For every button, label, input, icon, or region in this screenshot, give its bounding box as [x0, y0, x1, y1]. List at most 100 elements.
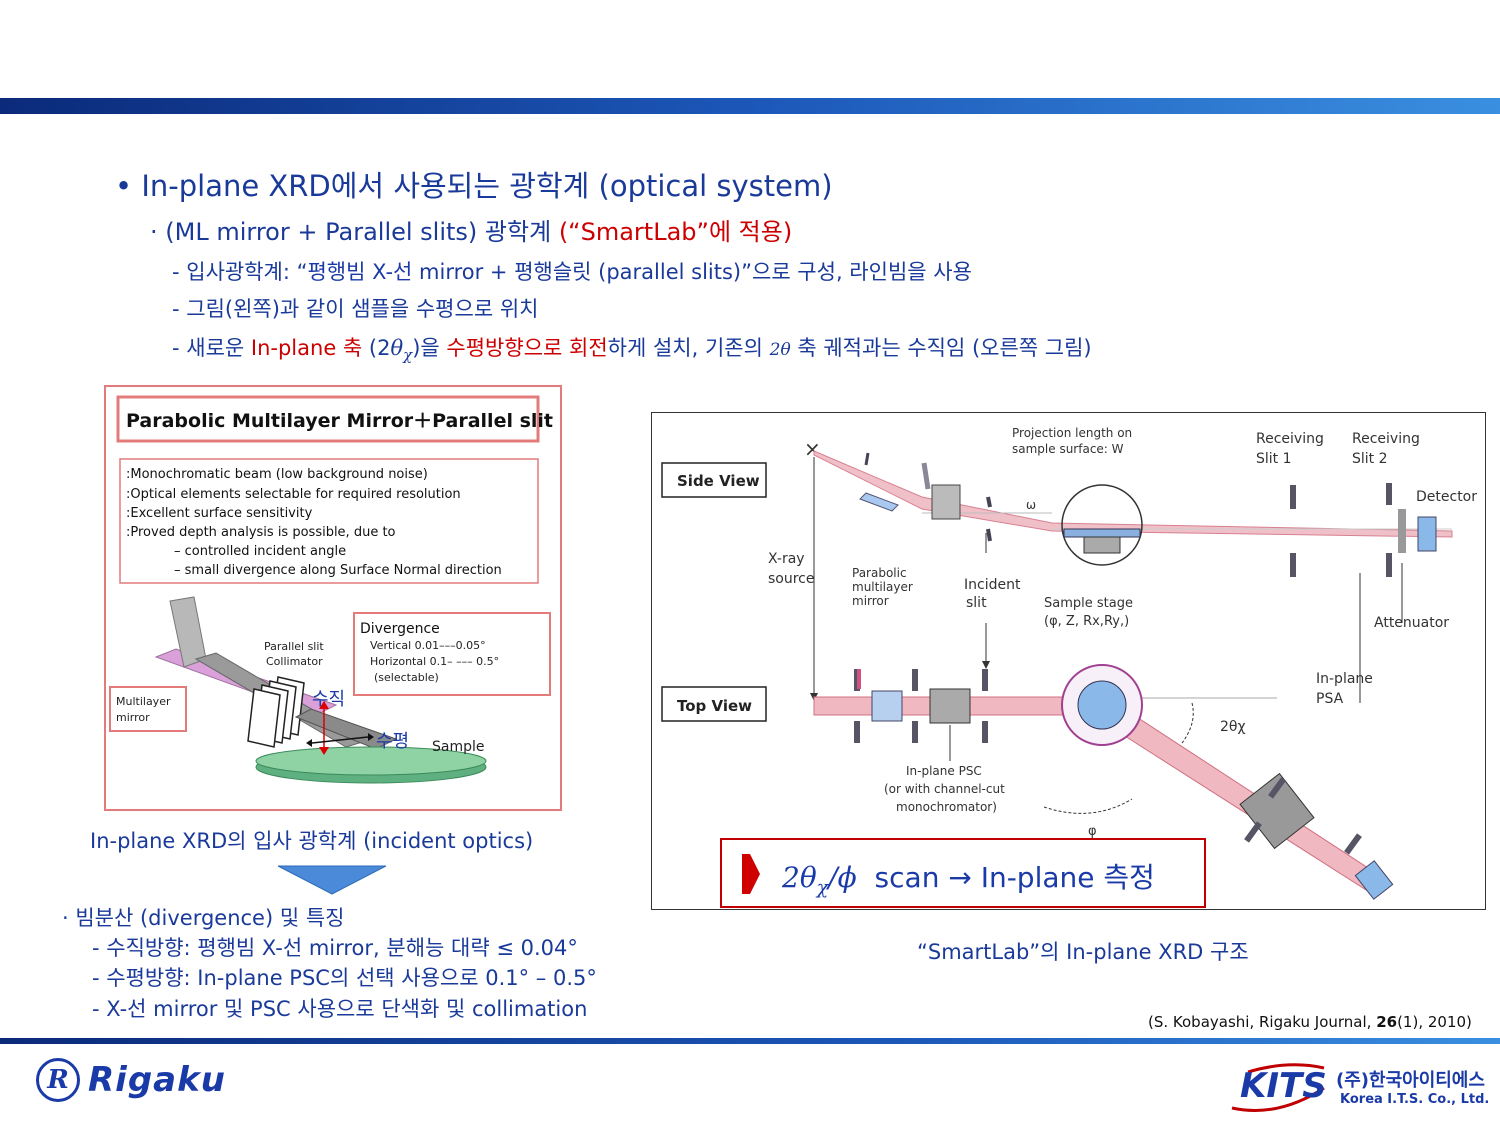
sample-label: Sample — [432, 739, 485, 755]
in-plane-psc-shape — [929, 688, 971, 724]
red-arrow-icon — [742, 854, 760, 894]
slit-bar — [921, 462, 931, 490]
rigaku-logo: R Rigaku — [36, 1056, 256, 1112]
text: 축 궤적과는 수직임 (오른쪽 그림) — [790, 336, 1092, 360]
slit-bar — [912, 721, 918, 743]
sample-stage-base — [1083, 536, 1121, 554]
feature-line: – small divergence along Surface Normal … — [174, 563, 502, 578]
text: (S. Kobayashi, Rigaku Journal, — [1148, 1013, 1377, 1031]
text: )을 — [412, 336, 447, 360]
detail-line-3: - 새로운 In-plane 축 (2θχ)을 수평방향으로 회전하게 설치, … — [172, 332, 1092, 364]
projection-label: Projection length on — [1012, 426, 1132, 440]
divergence-title: Divergence — [360, 621, 440, 637]
vertical-label: 수직 — [312, 689, 345, 710]
parabolic-label: Parabolic — [852, 566, 907, 580]
smartlab-diagram: Side View × ω Projection length on sampl… — [661, 426, 1477, 900]
in-plane-psa-label: PSA — [1316, 691, 1344, 707]
receiving-slit-2-label: Receiving — [1352, 431, 1420, 447]
theta: θ — [390, 336, 404, 360]
text: (1), 2010) — [1397, 1013, 1472, 1031]
smartlab-structure-figure: Side View × ω Projection length on sampl… — [651, 412, 1486, 910]
text: 하게 설치, 기존의 — [607, 336, 770, 360]
parabolic-label: mirror — [852, 594, 889, 608]
top-view-label: Top View — [677, 697, 752, 715]
figure-title-box — [116, 395, 540, 443]
omega-label: ω — [1026, 498, 1036, 512]
projection-label: sample surface: W — [1012, 442, 1124, 456]
slit-bar — [864, 452, 870, 466]
feature-line: :Monochromatic beam (low background nois… — [126, 467, 428, 482]
top-mirror — [871, 690, 903, 722]
psc-label: In-plane PSC — [906, 764, 982, 778]
text: scan → In-plane 측정 — [874, 861, 1155, 894]
divergence-feature-item: - 수직방향: 평행빔 X-선 mirror, 분해능 대략 ≤ 0.04° — [92, 936, 578, 960]
sample-stage-label: Sample stage — [1044, 596, 1133, 611]
text: - 입사광학계: “ — [172, 260, 308, 284]
text: /ϕ — [828, 861, 857, 894]
detail-line-2: - 그림(왼쪽)과 같이 샘플을 수평으로 위치 — [172, 297, 539, 321]
text: 2 — [782, 861, 800, 894]
slit-bar — [986, 496, 992, 508]
feature-line: :Proved depth analysis is possible, due … — [126, 525, 396, 540]
phi-label: φ — [1088, 824, 1097, 839]
xray-source-label: source — [768, 571, 815, 587]
text: In-plane 축 — [250, 336, 363, 360]
receiving-slit-2-bottom — [1386, 553, 1392, 577]
left-caption: In-plane XRD의 입사 광학계 (incident optics) — [90, 829, 534, 853]
slit-bar — [1344, 833, 1362, 855]
arrow-head — [306, 739, 312, 747]
slit-bar — [1244, 821, 1262, 843]
multilayer-label: mirror — [116, 711, 150, 724]
receiving-slit-1-label: Receiving — [1256, 431, 1324, 447]
divergence-box — [353, 612, 551, 696]
attenuator-shape — [1398, 509, 1406, 553]
incident-optics-figure: Parabolic Multilayer Mirror＋Parallel sli… — [104, 385, 562, 811]
slit-bar — [854, 721, 860, 743]
footer-bar — [0, 1038, 1500, 1044]
sample-stage-label: (φ, Z, Rx,Ry,) — [1044, 614, 1129, 629]
divergence-features-title: · 빔분산 (divergence) 및 특징 — [62, 906, 345, 930]
receiving-slit-1-label: Slit 1 — [1256, 451, 1292, 467]
text: - 새로운 — [172, 336, 251, 360]
slit-plate — [247, 688, 281, 748]
text: θ — [799, 861, 817, 894]
kits-logo: KITS (주)한국아이티에스 Korea I.T.S. Co., Ltd. — [1228, 1058, 1489, 1116]
top-detector — [1354, 860, 1394, 900]
angle-arc — [1181, 702, 1194, 744]
top-receiving-slits — [1244, 777, 1362, 855]
psc-label: (or with channel-cut — [884, 782, 1005, 796]
kits-wordmark: KITS — [1240, 1066, 1327, 1106]
multilayer-label-box — [109, 686, 187, 732]
text: χ — [816, 876, 829, 899]
sample-disk-top — [255, 746, 487, 776]
side-view-label: Side View — [677, 472, 760, 490]
side-beam — [813, 450, 1453, 538]
top-sample — [1077, 680, 1127, 730]
figure-title: Parabolic Multilayer Mirror＋Parallel sli… — [126, 410, 553, 432]
divergence-selectable: (selectable) — [374, 671, 439, 684]
detector-shape — [1417, 516, 1437, 552]
parabolic-mirror-shape — [859, 492, 899, 512]
xray-source-label: X-ray — [768, 551, 805, 567]
rigaku-mark: R — [36, 1058, 80, 1102]
slit-bar — [982, 669, 988, 691]
kits-korean-name: (주)한국아이티에스 — [1336, 1070, 1485, 1091]
text: 2θ — [769, 340, 791, 360]
feature-line: :Excellent surface sensitivity — [126, 506, 313, 521]
feature-line: :Optical elements selectable for require… — [126, 487, 461, 502]
monochromator-block — [931, 484, 961, 520]
reference: (S. Kobayashi, Rigaku Journal, 26(1), 20… — [1148, 1013, 1472, 1031]
incident-slit-label: Incident — [964, 577, 1021, 593]
collimator-label: Collimator — [266, 655, 323, 668]
slit-bar — [1268, 777, 1286, 799]
heading-text: In-plane XRD에서 사용되는 광학계 (optical system) — [141, 169, 833, 203]
divergence-horizontal: Horizontal 0.1– ––– 0.5° — [370, 655, 499, 668]
text: (2 — [362, 336, 391, 360]
arrow-head — [319, 701, 329, 709]
divergence-vertical: Vertical 0.01–––0.05° — [370, 639, 486, 652]
features-box — [119, 458, 539, 584]
in-plane-psa-label: In-plane — [1316, 671, 1373, 687]
horizontal-label: 수평 — [376, 731, 409, 752]
collimator-label: Parallel slit — [264, 640, 324, 653]
divergence-feature-item: - 수평방향: In-plane PSC의 선택 사용으로 0.1° – 0.5… — [92, 966, 597, 990]
